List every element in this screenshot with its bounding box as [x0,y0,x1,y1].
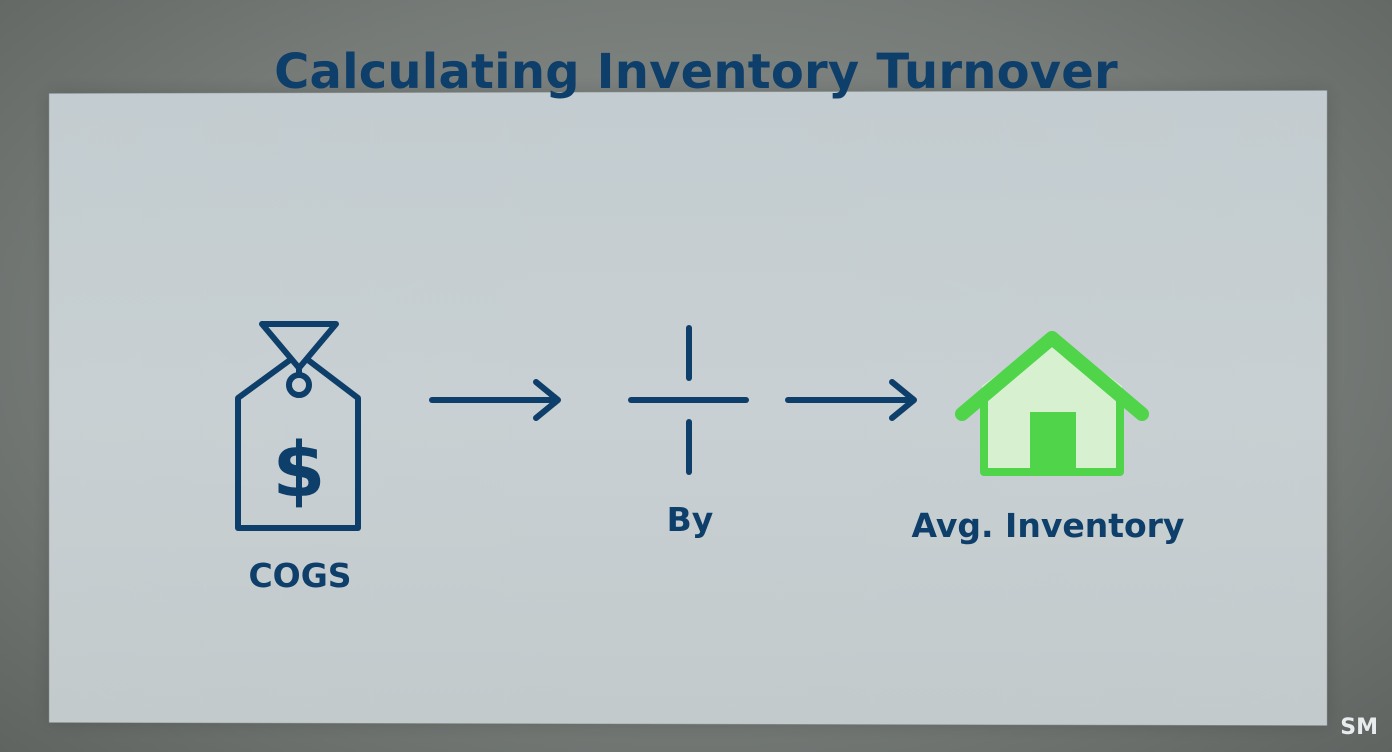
arrow-right-icon [785,379,917,421]
divide-icon [628,325,749,475]
slide-title: Calculating Inventory Turnover [274,44,1118,100]
price-tag-dollar-icon: $ [235,321,361,531]
house-icon [955,331,1149,476]
arrow-right-icon [429,379,561,421]
by-label: By [666,500,714,539]
avg-inventory-label: Avg. Inventory [911,506,1185,545]
cogs-label: COGS [248,556,352,595]
watermark-logo: SM [1340,715,1378,740]
svg-text:$: $ [273,425,326,514]
